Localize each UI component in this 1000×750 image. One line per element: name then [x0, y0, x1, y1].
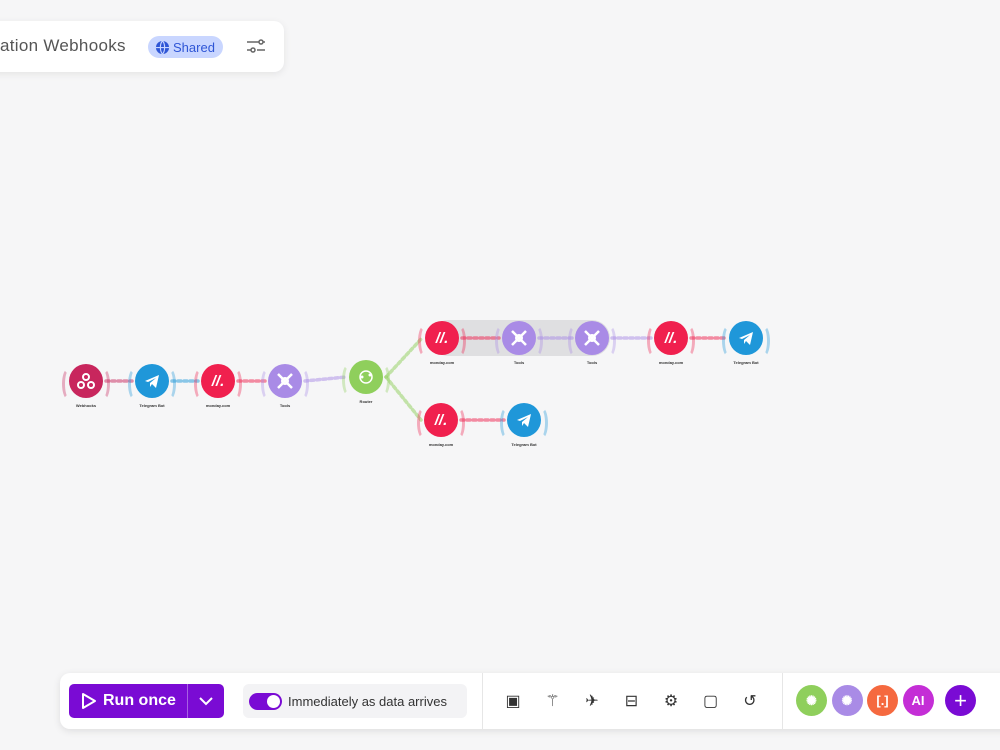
module-monday[interactable]: //.: [647, 321, 695, 357]
play-icon: [82, 693, 96, 709]
telegram-icon: [515, 411, 533, 429]
flow-control-icon: ✺: [806, 692, 817, 708]
tools-icon: [582, 328, 602, 348]
settings-icon[interactable]: ⚙: [663, 693, 679, 710]
module-label: Webhooks: [75, 403, 97, 408]
monday-icon: //.: [664, 329, 678, 347]
monday-icon: //.: [434, 411, 448, 429]
module-tools[interactable]: [568, 321, 616, 357]
chevron-down-icon: [199, 697, 213, 706]
settings-sliders-icon[interactable]: [246, 38, 266, 54]
monday-icon: //.: [435, 329, 449, 347]
run-options-dropdown[interactable]: [188, 684, 224, 718]
scenario-title[interactable]: ation Webhooks: [0, 36, 126, 55]
module-monday[interactable]: //.: [418, 321, 466, 357]
module-telegram[interactable]: [128, 364, 176, 400]
module-label: Tools: [279, 403, 291, 408]
module-monday[interactable]: //.: [194, 364, 242, 400]
module-monday[interactable]: //.: [417, 403, 465, 439]
magic-wand-icon[interactable]: ⚚: [545, 693, 560, 710]
webhooks-icon: [76, 371, 96, 391]
router-icon: [357, 368, 375, 386]
module-label: Telegram Bot: [511, 442, 537, 447]
monday-icon: //.: [211, 372, 225, 390]
ai-label: AI: [911, 693, 925, 708]
save-icon[interactable]: ▣: [505, 693, 521, 710]
module-shortcut-ai[interactable]: AI: [902, 685, 934, 716]
add-module-button[interactable]: +: [945, 685, 976, 716]
plus-icon: +: [954, 687, 967, 713]
module-shortcut-text-parser[interactable]: [.]: [867, 685, 898, 716]
module-label: Tools: [586, 360, 598, 365]
module-label: monday.com: [658, 360, 684, 365]
schedule-setting[interactable]: Immediately as data arrives: [243, 684, 467, 718]
module-label: Router: [359, 399, 373, 404]
shared-badge[interactable]: Shared: [148, 36, 223, 58]
text-parser-label: [.]: [876, 693, 889, 708]
module-shortcut-flow-control[interactable]: ✺: [796, 685, 827, 716]
module-tools[interactable]: [495, 321, 543, 357]
module-label: Telegram Bot: [139, 403, 165, 408]
telegram-icon: [143, 372, 161, 390]
module-label: monday.com: [428, 442, 454, 447]
module-label: monday.com: [205, 403, 231, 408]
shared-label: Shared: [173, 39, 215, 55]
divider: [482, 673, 483, 729]
scenario-header: ation Webhooks Shared: [0, 21, 284, 72]
schedule-toggle[interactable]: [249, 692, 282, 710]
module-label: Tools: [513, 360, 525, 365]
run-once-button[interactable]: Run once: [69, 684, 188, 718]
telegram-icon: [737, 329, 755, 347]
globe-icon: [155, 40, 170, 54]
flow-control-icon[interactable]: ⊟: [624, 693, 639, 710]
module-label: monday.com: [429, 360, 455, 365]
module-tools[interactable]: [261, 364, 309, 400]
run-once-button-group: Run once: [69, 684, 224, 718]
module-webhooks[interactable]: [62, 364, 110, 400]
run-once-label: Run once: [103, 692, 176, 709]
bottom-toolbar: Run once Immediately as data arrives ▣ ⚚ ✈…: [60, 673, 1000, 729]
tools-icon: ✺: [841, 692, 853, 708]
module-router[interactable]: [342, 360, 390, 396]
schedule-label: Immediately as data arrives: [288, 693, 447, 709]
airplane-icon[interactable]: ✈: [585, 693, 599, 710]
module-telegram[interactable]: [722, 321, 770, 357]
connection-line[interactable]: [384, 336, 424, 379]
divider: [782, 673, 783, 729]
module-shortcut-tools[interactable]: ✺: [831, 685, 863, 716]
connection-line[interactable]: [303, 375, 348, 383]
notes-icon[interactable]: ▢: [702, 693, 719, 710]
tools-icon: [509, 328, 529, 348]
connection-line[interactable]: [384, 375, 423, 422]
undo-icon[interactable]: ↺: [743, 693, 757, 710]
module-telegram[interactable]: [500, 403, 548, 439]
module-label: Telegram Bot: [733, 360, 759, 365]
tools-icon: [275, 371, 295, 391]
